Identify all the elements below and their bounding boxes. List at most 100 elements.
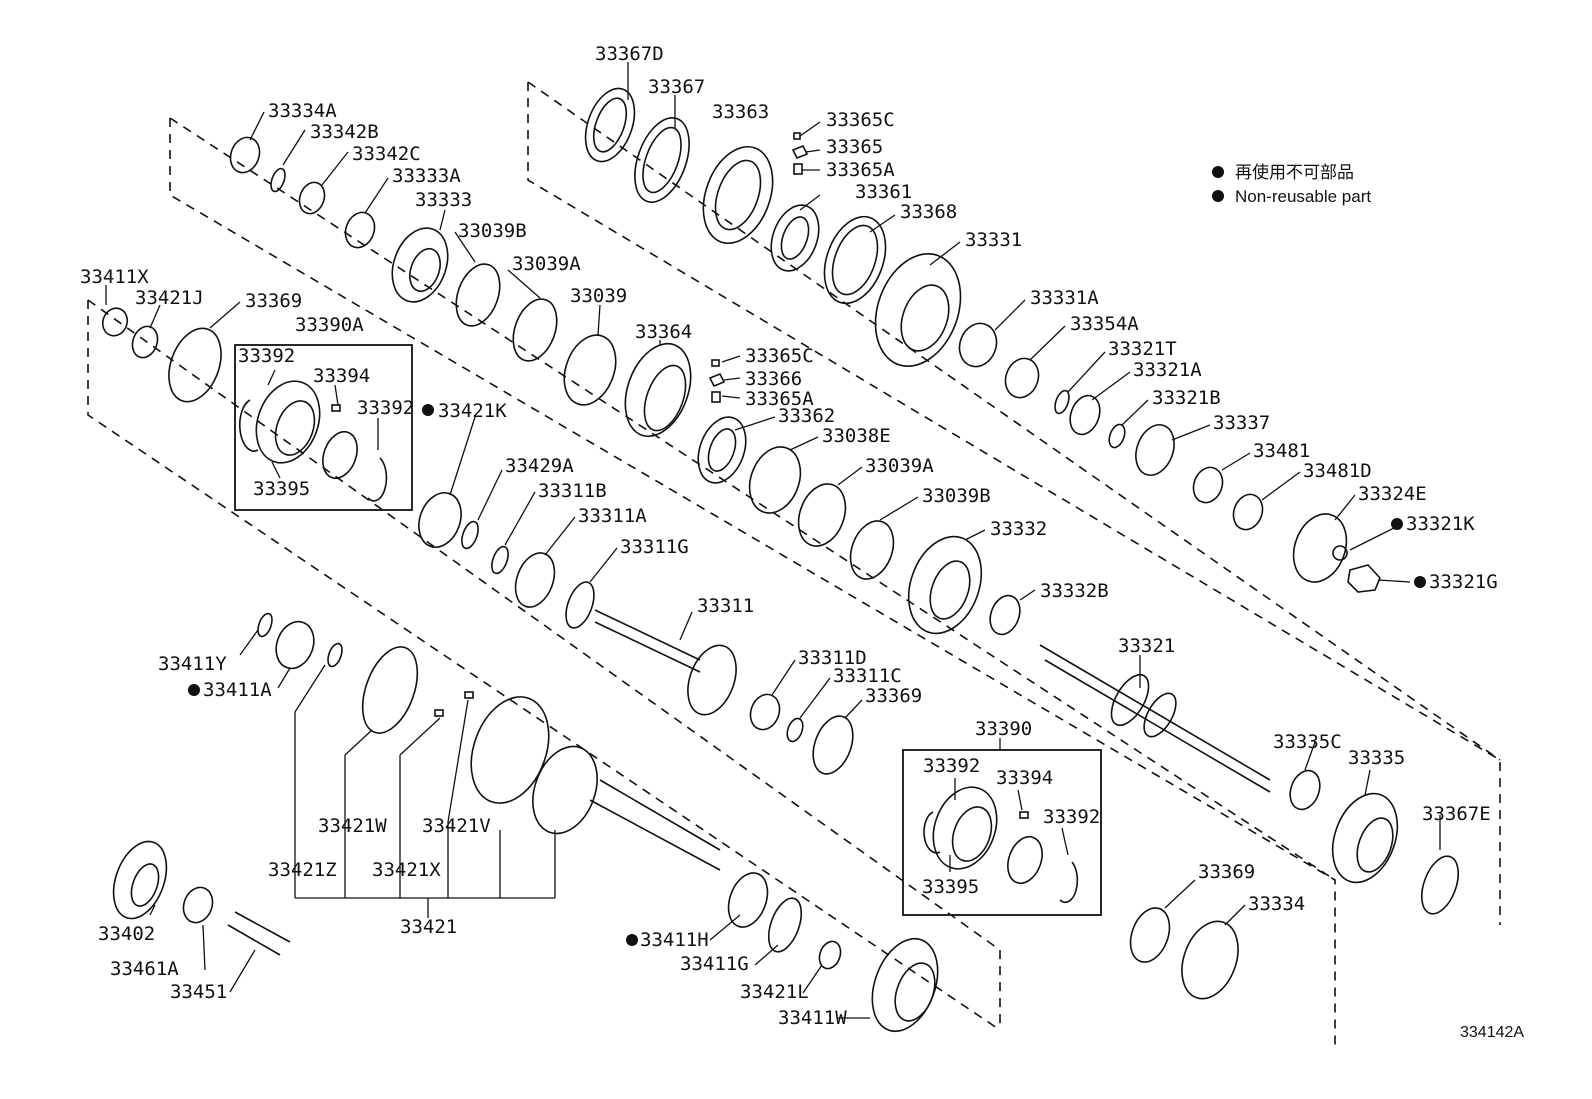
- bearing-33411X: [101, 307, 129, 337]
- needle-bearing-33333A: [344, 211, 376, 249]
- non-reusable-dot: [1391, 518, 1403, 530]
- part-label: 33321G: [1429, 571, 1498, 593]
- part-label: 33411Y: [158, 653, 227, 675]
- part-label: 33365: [826, 136, 883, 158]
- part-label: 33321T: [1108, 338, 1177, 360]
- part-label: 33039B: [458, 220, 527, 242]
- part-label: 33367E: [1422, 803, 1491, 825]
- part-label: 33311A: [578, 505, 647, 527]
- leader-lines: [105, 62, 1441, 1019]
- part-label: 33321K: [1406, 513, 1475, 535]
- sleeve-33364: [624, 342, 692, 438]
- part-label: 33039: [570, 285, 627, 307]
- spring-33365A: [793, 163, 803, 175]
- part-label: 33365A: [826, 159, 895, 181]
- synchro-ring-33367: [634, 117, 690, 203]
- spacer-33481D: [1232, 493, 1264, 531]
- hub-33362: [697, 416, 747, 484]
- part-label: 33451: [170, 981, 227, 1003]
- part-label: 33039A: [865, 455, 934, 477]
- part-label: 33421J: [135, 287, 204, 309]
- part-label: 33392: [923, 755, 980, 777]
- mainshaft-parts: [229, 136, 1239, 1000]
- part-label: 33342C: [352, 143, 421, 165]
- part-label: 33367: [648, 76, 705, 98]
- part-label: 33421L: [740, 981, 809, 1003]
- upper-shaft-outline-top: [527, 81, 1501, 761]
- part-label: 33332B: [1040, 580, 1109, 602]
- part-label: 33394: [996, 767, 1053, 789]
- part-label: 33429A: [505, 455, 574, 477]
- gear-33332: [907, 535, 983, 635]
- part-label: 33461A: [110, 958, 179, 980]
- gear-33402: [112, 840, 168, 920]
- synchro-ring-33367D: [584, 87, 636, 163]
- legend: 再使用不可部品 Non-reusable part: [1212, 162, 1371, 206]
- part-label: 33361: [855, 181, 912, 203]
- nut-33321G: [1347, 564, 1381, 593]
- legend-label-english: Non-reusable part: [1235, 187, 1371, 206]
- part-label: 33311D: [798, 647, 867, 669]
- ball-33365: [791, 144, 809, 160]
- part-label: 33395: [253, 478, 310, 500]
- part-label: 33342B: [310, 121, 379, 143]
- part-labels: 33367D 33367 33363 33365C 33365 33365A 3…: [80, 43, 1498, 1029]
- group-outlines: [87, 81, 1501, 1045]
- upper-shaft-outline: [527, 82, 1501, 925]
- part-label: 33311C: [833, 665, 902, 687]
- shaft-33451: [227, 924, 281, 956]
- upper-shaft-parts: [584, 87, 1460, 915]
- flange-33324E: [1292, 513, 1348, 583]
- part-label: 33038E: [822, 425, 891, 447]
- part-label: 33421V: [422, 815, 491, 837]
- snap-ring-33311G: [565, 581, 595, 629]
- part-label: 33421K: [438, 400, 507, 422]
- part-label: 33311B: [538, 480, 607, 502]
- synchro-ring-33369-3: [168, 327, 222, 403]
- needle-bearing-33461A: [182, 886, 214, 924]
- part-label: 33411X: [80, 266, 149, 288]
- synchro-ring-33369: [812, 715, 854, 775]
- input-shaft-33311: [594, 609, 701, 661]
- part-label: 33481D: [1303, 460, 1372, 482]
- gear-33335: [1331, 792, 1399, 884]
- bearing-33321A: [1069, 394, 1101, 436]
- gear-33421W: [361, 646, 419, 734]
- synchro-ring-33039A: [512, 298, 558, 362]
- synchro-ring-33367E: [1420, 855, 1460, 915]
- part-label: 33332: [990, 518, 1047, 540]
- legend-dot-icon: [1212, 166, 1224, 178]
- part-label: 33364: [635, 321, 692, 343]
- part-label: 33311: [697, 595, 754, 617]
- part-label: 33368: [900, 201, 957, 223]
- washer-33321K: [1332, 545, 1348, 561]
- spacer-33342C: [298, 181, 326, 215]
- snap-ring-33342B: [270, 167, 286, 193]
- part-label: 33392: [1043, 806, 1100, 828]
- non-reusable-dot: [1414, 576, 1426, 588]
- part-label: 33333: [415, 189, 472, 211]
- synchro-assembly-box-33390: [902, 749, 1102, 916]
- part-label: 33421Z: [268, 859, 337, 881]
- gear-33334: [1181, 920, 1239, 1000]
- part-label: 33321: [1118, 635, 1175, 657]
- synchro-ring-33369-2: [1129, 907, 1171, 963]
- part-label: 33421W: [318, 815, 387, 837]
- hub-sleeve-33363: [702, 145, 774, 245]
- part-label: 33392: [357, 397, 414, 419]
- part-label: 33392: [238, 345, 295, 367]
- part-label: 33390: [975, 718, 1032, 740]
- washer-33421K: [418, 492, 462, 548]
- needle-bearing-33311D: [749, 693, 781, 731]
- gear-33337: [1135, 424, 1175, 476]
- bushing-33354A: [1004, 357, 1040, 399]
- synchro-assembly-box-33390A: [234, 344, 413, 511]
- non-reusable-dot: [422, 404, 434, 416]
- part-label: 33411G: [680, 953, 749, 975]
- gear-33411W: [871, 937, 939, 1033]
- bearing-33335C: [1289, 769, 1321, 811]
- legend-dot-icon: [1212, 190, 1224, 202]
- gear-33333: [391, 227, 449, 303]
